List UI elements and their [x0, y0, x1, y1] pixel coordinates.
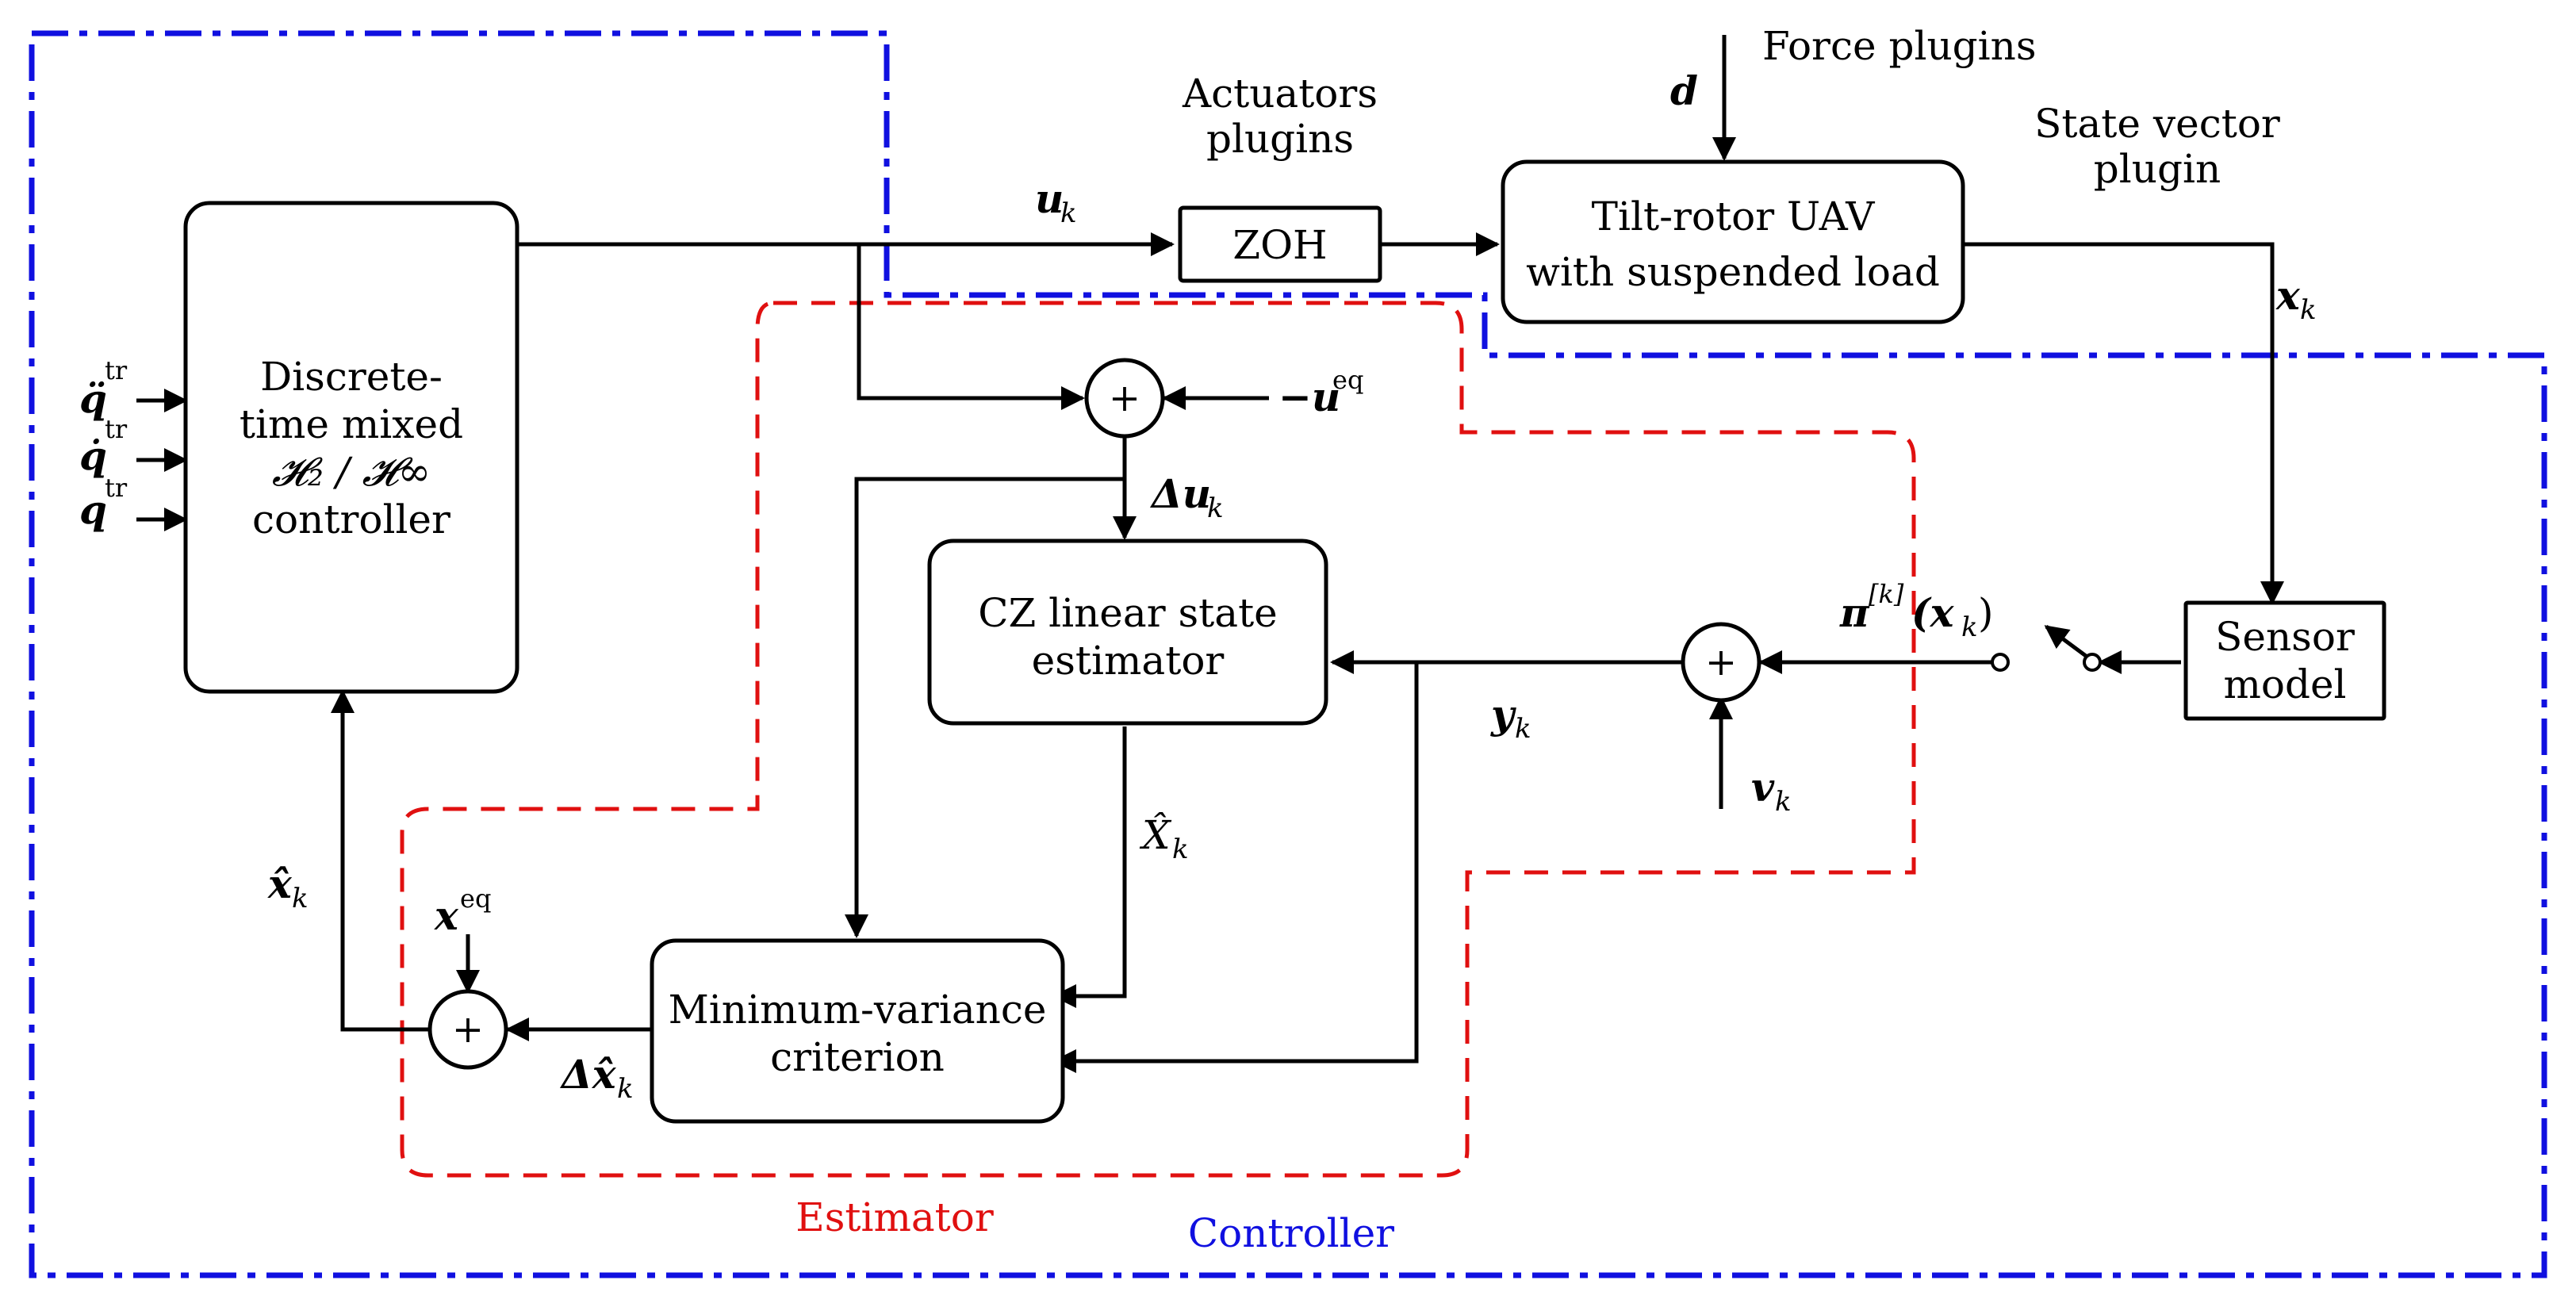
- label-x-hat-set: X̂ k: [1139, 811, 1189, 865]
- wire-xhat-to-controller: [331, 689, 428, 1032]
- svg-text:q: q: [79, 486, 107, 533]
- svg-text:Δu: Δu: [1149, 470, 1211, 517]
- label-x-hat-k: x̂ k: [267, 860, 309, 914]
- svg-text:eq: eq: [460, 883, 491, 914]
- label-v-k: v k: [1751, 764, 1792, 818]
- svg-text:+: +: [1705, 640, 1737, 684]
- label-d: d: [1670, 67, 1698, 114]
- controller-line-3: 𝓗₂ / 𝓗∞: [272, 449, 431, 495]
- svg-text:k: k: [1207, 493, 1224, 524]
- sum-junction-x: +: [427, 989, 508, 1070]
- wire-du-to-mvc: [845, 477, 1125, 938]
- plant-line-2: with suspended load: [1526, 249, 1940, 295]
- sensor-block: Sensor model: [2183, 600, 2386, 721]
- svg-text:Δx̂: Δx̂: [559, 1051, 617, 1098]
- estimator-block: CZ linear state estimator: [927, 539, 1328, 726]
- mvc-line-2: criterion: [770, 1034, 945, 1080]
- svg-text:k: k: [1515, 713, 1531, 745]
- svg-text:eq: eq: [1332, 365, 1363, 395]
- svg-text:d: d: [1670, 67, 1698, 114]
- svg-text:x: x: [2275, 272, 2301, 319]
- svg-text:k: k: [292, 883, 309, 914]
- label-x-eq: x eq: [434, 883, 491, 939]
- estimator-boundary: [400, 301, 1916, 1178]
- label-y-k: y k: [1490, 691, 1531, 745]
- label-u-k: u k: [1035, 175, 1077, 229]
- svg-text:y: y: [1490, 691, 1516, 738]
- zoh-label: ZOH: [1232, 222, 1327, 268]
- controller-line-1: Discrete-: [260, 354, 443, 400]
- sum-junction-y: +: [1681, 622, 1761, 703]
- svg-text:k: k: [1172, 834, 1189, 865]
- state-vector-plugin-line-2: plugin: [2094, 146, 2221, 192]
- svg-text:tr: tr: [105, 473, 128, 503]
- svg-text:q̇: q̇: [79, 432, 107, 479]
- plant-line-1: Tilt-rotor UAV: [1592, 194, 1876, 240]
- svg-text:X̂: X̂: [1139, 811, 1172, 858]
- svg-text:tr: tr: [105, 414, 128, 444]
- svg-text:x: x: [434, 892, 459, 939]
- actuators-plugins-line-2: plugins: [1206, 116, 1354, 162]
- svg-text:k: k: [2300, 294, 2317, 326]
- label-minus-u-eq: −u eq: [1278, 365, 1363, 420]
- svg-text:π: π: [1839, 589, 1870, 636]
- force-plugins-label: Force plugins: [1762, 23, 2037, 69]
- svg-text:tr: tr: [105, 355, 128, 385]
- sensor-line-1: Sensor: [2215, 614, 2355, 660]
- plant-block: Tilt-rotor UAV with suspended load: [1501, 159, 1965, 324]
- mvc-line-1: Minimum-variance: [669, 987, 1047, 1033]
- estimator-region-label: Estimator: [795, 1194, 994, 1240]
- wire-u-to-sum: [857, 244, 1085, 410]
- actuators-plugins-line-1: Actuators: [1182, 71, 1378, 117]
- controller-boundary: [29, 30, 2547, 1278]
- controller-line-2: time mixed: [240, 401, 463, 447]
- svg-text:k: k: [1961, 611, 1978, 643]
- label-x-k: x k: [2275, 272, 2317, 326]
- estimator-line-2: estimator: [1032, 638, 1225, 684]
- svg-text:−u: −u: [1278, 374, 1340, 420]
- svg-text:q̈: q̈: [79, 375, 107, 422]
- controller-block: Discrete- time mixed 𝓗₂ / 𝓗∞ controller: [183, 201, 519, 694]
- svg-text:k: k: [1060, 197, 1077, 229]
- wire-y-to-mvc: [1052, 662, 1419, 1073]
- measurement-switch: [1991, 624, 2102, 672]
- sensor-line-2: model: [2223, 661, 2346, 707]
- controller-region-label: Controller: [1188, 1210, 1394, 1256]
- wire-estimator-to-mvc: [1052, 726, 1127, 1008]
- svg-text:[k]: [k]: [1869, 579, 1904, 609]
- svg-text:v: v: [1751, 764, 1775, 811]
- wire-plant-to-sensor: [1963, 242, 2284, 605]
- svg-text:k: k: [1775, 786, 1792, 818]
- mvc-block: Minimum-variance criterion: [650, 938, 1065, 1124]
- svg-text:x̂: x̂: [267, 860, 293, 907]
- zoh-block: ZOH: [1178, 205, 1382, 283]
- svg-text:): ): [1978, 590, 1994, 636]
- label-delta-u-k: Δu k: [1149, 470, 1224, 524]
- estimator-line-1: CZ linear state: [978, 590, 1278, 636]
- svg-text:(x: (x: [1911, 589, 1955, 636]
- svg-text:k: k: [617, 1073, 634, 1105]
- label-q: q tr: [79, 473, 128, 533]
- controller-line-4: controller: [252, 496, 450, 542]
- svg-text:+: +: [452, 1007, 484, 1052]
- state-vector-plugin-line-1: State vector: [2034, 101, 2280, 147]
- label-pi-k: π [k] (x k ): [1839, 579, 1994, 643]
- label-q-dot: q̇ tr: [79, 414, 128, 479]
- sum-junction-u: +: [1084, 358, 1165, 439]
- label-delta-x-hat-k: Δx̂ k: [559, 1051, 634, 1105]
- svg-text:+: +: [1109, 376, 1140, 420]
- label-q-ddot: q̈ tr: [79, 355, 128, 422]
- svg-text:u: u: [1035, 175, 1064, 222]
